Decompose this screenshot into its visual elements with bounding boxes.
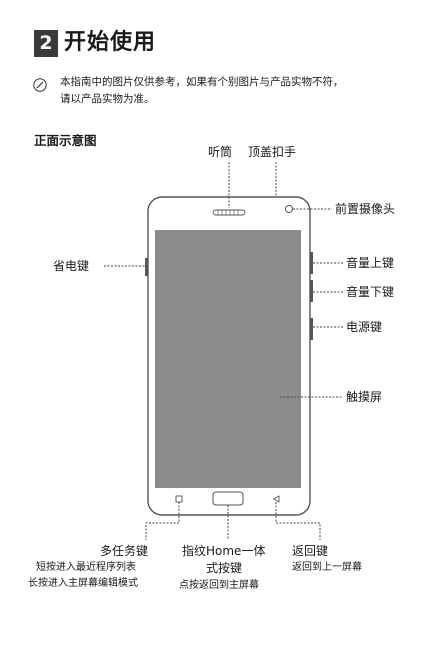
earpiece-grille (212, 209, 246, 216)
label-back-key: 返回键 (292, 544, 329, 558)
label-multitask-desc-2: 长按进入主屏幕编辑模式 (28, 578, 138, 589)
pencil-icon (33, 78, 47, 92)
volume-up-key (310, 252, 313, 274)
figure-title: 正面示意图 (34, 133, 97, 148)
label-top-clip: 顶盖扣手 (248, 145, 297, 159)
section-number: 2 (34, 30, 58, 57)
home-key (212, 491, 244, 506)
label-volume-up: 音量上键 (346, 256, 395, 270)
power-key (310, 318, 313, 340)
section-title: 开始使用 (64, 30, 157, 55)
note-text: 本指南中的图片仅供参考，如果有个别图片与产品实物不符， 请以产品实物为准。 (60, 74, 400, 108)
label-touchscreen: 触摸屏 (346, 390, 383, 404)
label-volume-down: 音量下键 (346, 285, 395, 299)
phone-screen (155, 230, 301, 488)
note-line-1: 本指南中的图片仅供参考，如果有个别图片与产品实物不符， (60, 76, 344, 88)
back-key (273, 495, 280, 503)
label-home-desc: 点按返回到主屏幕 (179, 580, 259, 591)
label-multitask-desc-1: 短按进入最近程序列表 (36, 562, 136, 573)
front-camera (285, 205, 293, 213)
label-earpiece: 听筒 (208, 145, 233, 159)
label-multitask-key: 多任务键 (100, 544, 149, 558)
note-line-2: 请以产品实物为准。 (60, 93, 155, 105)
label-home-key-1: 指纹Home一体 (182, 544, 266, 558)
label-back-desc: 返回到上一屏幕 (292, 562, 362, 573)
label-front-camera: 前置摄像头 (335, 202, 396, 216)
volume-down-key (310, 280, 313, 302)
label-home-key-2: 式按键 (206, 561, 243, 575)
label-power-key: 电源键 (346, 320, 383, 334)
power-saving-key (145, 258, 148, 276)
label-power-saving-key: 省电键 (53, 259, 90, 273)
